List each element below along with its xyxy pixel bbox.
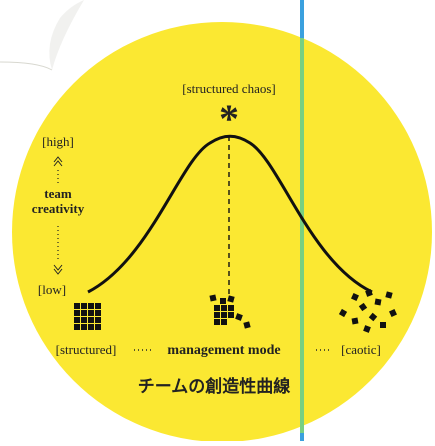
y-axis-title-line2: creativity [32, 201, 85, 216]
page-curl [0, 0, 84, 71]
arrow-down-icon [53, 226, 63, 275]
y-axis-high-label: [high] [42, 134, 74, 149]
scattered-squares-icon [338, 289, 397, 333]
x-axis-left-label: [structured] [56, 342, 117, 357]
green-vertical-line [300, 38, 304, 433]
yellow-circle-background [12, 22, 432, 442]
diagram-caption: チームの創造性曲線 [138, 376, 291, 397]
arrow-up-icon [53, 156, 63, 186]
x-axis-title: management mode [167, 343, 280, 358]
bell-curve [87, 134, 373, 294]
x-axis-right-label: [caotic] [341, 342, 381, 357]
y-axis-low-label: [low] [38, 282, 66, 297]
ordered-grid-icon [74, 303, 101, 330]
partly-scattered-grid-icon [209, 294, 251, 329]
asterisk-icon: * [219, 96, 239, 141]
peak-label: [structured chaos] [182, 81, 276, 96]
y-axis-title-line1: team [44, 186, 72, 201]
